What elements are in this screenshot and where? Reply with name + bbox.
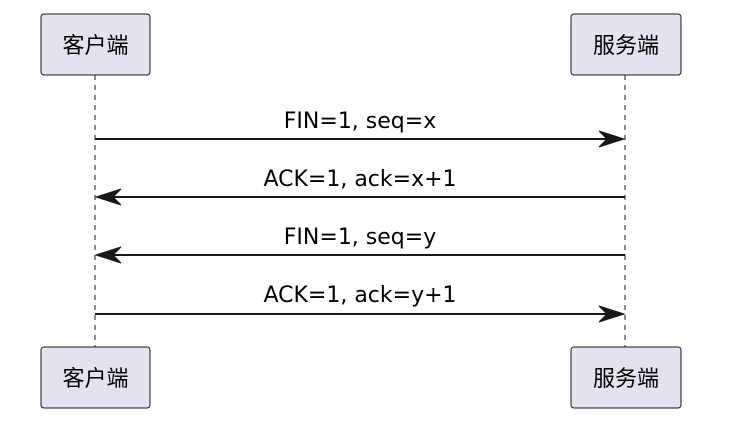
server-participant-bottom-box [570,346,682,409]
client-participant-bottom-box [40,346,151,409]
client-participant-top-box [40,13,151,76]
message-1: FIN=1, seq=x [95,109,626,148]
server-participant-bottom-label: 服务端 [593,367,659,392]
message-3-arrowhead [94,246,122,264]
message-2: ACK=1, ack=x+1 [94,167,625,206]
message-4-label: ACK=1, ack=y+1 [263,283,456,308]
message-1-arrowhead [598,130,626,148]
message-2-arrowhead [94,188,122,206]
server-participant-top: 服务端 [570,13,682,76]
client-participant-top: 客户端 [40,13,151,76]
client-participant-top-label: 客户端 [62,34,128,59]
message-3: FIN=1, seq=y [94,225,625,264]
message-1-label: FIN=1, seq=x [284,109,436,134]
message-2-label: ACK=1, ack=x+1 [263,167,456,192]
message-4: ACK=1, ack=y+1 [95,283,626,323]
server-participant-top-box [570,13,682,76]
server-participant-top-label: 服务端 [593,34,659,59]
client-participant-bottom: 客户端 [40,346,151,409]
message-3-label: FIN=1, seq=y [284,225,436,250]
server-participant-bottom: 服务端 [570,346,682,409]
message-4-arrowhead [598,305,626,323]
client-participant-bottom-label: 客户端 [62,367,128,392]
